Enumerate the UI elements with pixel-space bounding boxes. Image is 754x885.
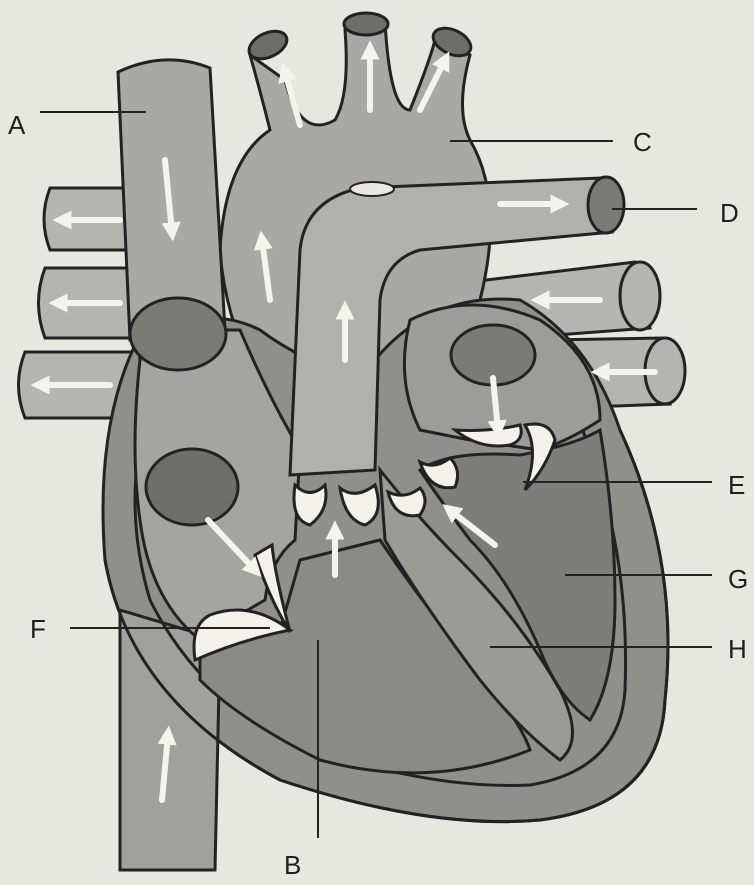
label-g: G (728, 566, 748, 592)
aortic-arch-opening (350, 182, 394, 196)
label-e: E (728, 472, 745, 498)
label-b: B (284, 852, 301, 878)
label-f: F (30, 616, 46, 642)
vena-cava-opening (130, 298, 226, 370)
label-c: C (633, 129, 652, 155)
pulmonary-artery-opening (588, 177, 624, 233)
label-d: D (720, 200, 739, 226)
label-a: A (8, 112, 25, 138)
atrium-opening (146, 449, 238, 525)
label-h: H (728, 636, 747, 662)
